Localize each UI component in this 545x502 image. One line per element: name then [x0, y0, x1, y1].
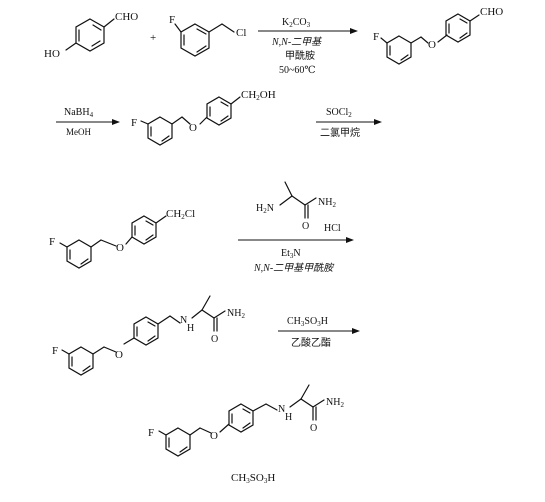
product-2-benzyl-alcohol: F O CH2OH [131, 89, 276, 146]
ether-oxygen-label: O [189, 122, 197, 134]
chloro-label: Cl [236, 27, 246, 39]
carbonyl-oxygen-label: O [302, 221, 309, 232]
amino-group-label: H2N [256, 203, 274, 215]
hydroxy-group-label: HO [44, 48, 60, 60]
fluoro-label: F [49, 236, 55, 248]
ether-oxygen-label: O [115, 349, 123, 361]
reagent-hydrochloride: HCl [324, 223, 341, 234]
ether-oxygen-label: O [428, 39, 436, 51]
plus-sign: + [150, 32, 156, 44]
reagent-sodium-borohydride: NaBH4 [64, 107, 94, 119]
final-product-safinamide-mesylate: F O N H NH2 O CH3SO3H [148, 384, 344, 485]
reaction-arrow-3: SOCl2 二氯甲烷 [316, 107, 382, 139]
product-1-aldehyde: F O CHO [373, 6, 503, 65]
reagent-ethyl-acetate: 乙酸乙酯 [291, 336, 331, 349]
reaction-arrow-2: NaBH4 MeOH [56, 107, 120, 137]
amide-nh2-label: NH2 [227, 308, 245, 320]
reagent-dmf: N,N-二甲基甲酰胺 [253, 262, 335, 274]
chloromethyl-group-label: CH2Cl [166, 208, 195, 221]
amide-nh2-label: NH2 [318, 197, 336, 209]
fluoro-label: F [131, 117, 137, 129]
amine-nitrogen-label: N [278, 404, 285, 415]
carbonyl-oxygen-label: O [211, 334, 218, 345]
reagent-alaninamide: H2N NH2 O HCl [256, 181, 341, 234]
reaction-arrow-4: Et3N N,N-二甲基甲酰胺 [238, 237, 354, 274]
amide-nh2-label: NH2 [326, 397, 344, 409]
fluoro-label: F [169, 14, 175, 26]
ether-oxygen-label: O [116, 242, 124, 254]
reagent-methanesulfonic-acid: CH3SO3H [287, 316, 328, 328]
intermediate-benzyl-chloride: F O CH2Cl [49, 208, 195, 269]
reagent-solvent-line-2: 甲酰胺 [285, 49, 315, 62]
ether-oxygen-label: O [210, 430, 218, 442]
reagent-thionyl-chloride: SOCl2 [326, 107, 352, 119]
reaction-arrow-1: K2CO3 N,N-二甲基 甲酰胺 50~60℃ [258, 17, 358, 76]
hydroxymethyl-group-label: CH2OH [241, 89, 276, 102]
reagent-triethylamine: Et3N [281, 248, 301, 260]
reaction-arrow-5: CH3SO3H 乙酸乙酯 [278, 316, 360, 349]
fluoro-label: F [373, 31, 379, 43]
amine-hydrogen-label: H [285, 412, 292, 423]
reactant-3-fluorobenzyl-chloride: F Cl [169, 14, 246, 57]
reagent-dichloromethane: 二氯甲烷 [320, 126, 360, 139]
fluoro-label: F [148, 427, 154, 439]
aldehyde-group-label: CHO [480, 6, 503, 18]
reagent-solvent-line-1: N,N-二甲基 [271, 36, 322, 48]
fluoro-label: F [52, 345, 58, 357]
intermediate-alaninamide-free-base: F O N H NH2 O [52, 295, 245, 376]
amine-nitrogen-label: N [180, 315, 187, 326]
carbonyl-oxygen-label: O [310, 423, 317, 434]
aldehyde-group-label: CHO [115, 11, 138, 23]
reaction-temperature: 50~60℃ [279, 65, 316, 76]
methanesulfonate-salt-label: CH3SO3H [231, 472, 275, 485]
reagent-potassium-carbonate: K2CO3 [282, 17, 311, 29]
reactant-4-hydroxybenzaldehyde: CHO HO [44, 11, 138, 60]
reagent-methanol: MeOH [66, 127, 91, 137]
amine-hydrogen-label: H [187, 323, 194, 334]
